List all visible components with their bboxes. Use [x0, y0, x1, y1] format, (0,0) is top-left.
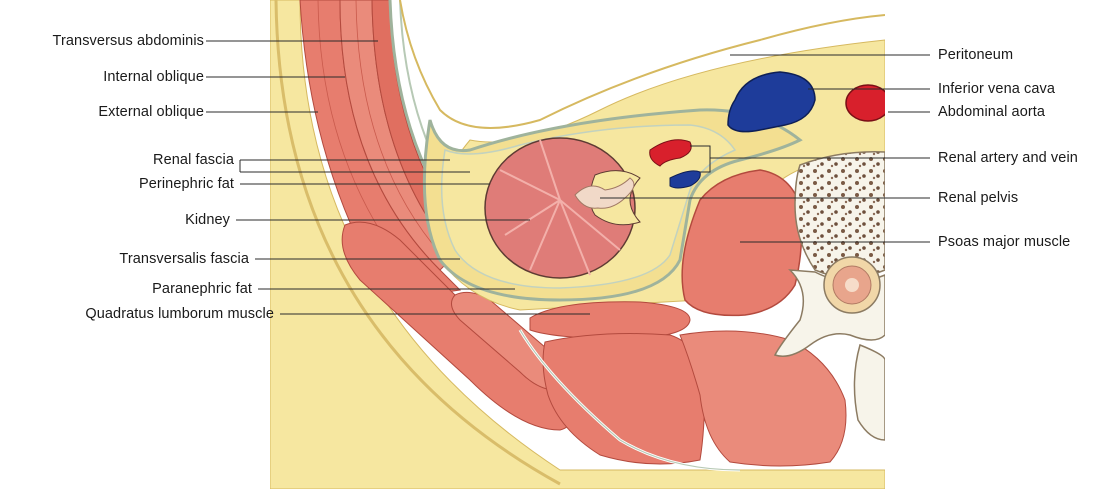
vertebral-body: [795, 152, 885, 278]
abdominal-aorta-shape: [846, 85, 890, 121]
label-renal-pelvis: Renal pelvis: [938, 189, 1018, 207]
label-internal-oblique: Internal oblique: [103, 68, 204, 86]
label-quadratus-lumborum: Quadratus lumborum muscle: [85, 305, 274, 323]
spinous-process: [854, 345, 885, 440]
label-inferior-vena-cava: Inferior vena cava: [938, 80, 1055, 98]
erector-spinae-right: [680, 331, 846, 466]
erector-spinae-left: [543, 334, 705, 464]
label-abdominal-aorta: Abdominal aorta: [938, 103, 1045, 121]
label-peritoneum: Peritoneum: [938, 46, 1013, 64]
label-transversalis-fascia: Transversalis fascia: [119, 250, 249, 268]
label-paranephric-fat: Paranephric fat: [152, 280, 252, 298]
label-kidney: Kidney: [185, 211, 230, 229]
label-renal-artery-vein: Renal artery and vein: [938, 149, 1078, 167]
label-psoas-major: Psoas major muscle: [938, 233, 1070, 251]
label-transversus-abdominis: Transversus abdominis: [53, 32, 204, 50]
label-external-oblique: External oblique: [98, 103, 204, 121]
label-renal-fascia: Renal fascia: [153, 151, 234, 169]
label-perinephric-fat: Perinephric fat: [139, 175, 234, 193]
